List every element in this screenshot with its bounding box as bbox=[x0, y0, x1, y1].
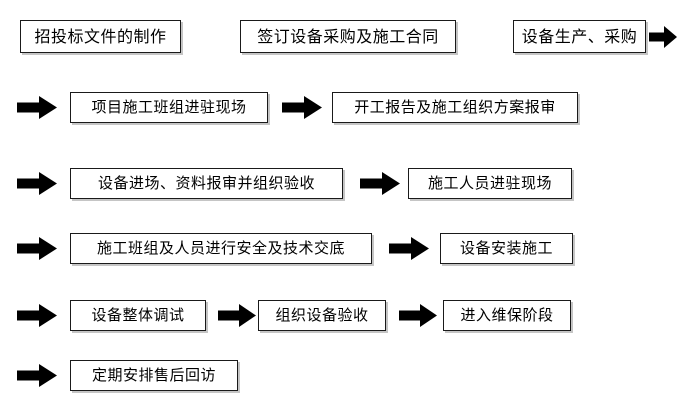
flow-arrow-right-icon bbox=[649, 26, 677, 48]
flow-node-label: 定期安排售后回访 bbox=[91, 366, 216, 384]
flow-arrow-right-icon bbox=[17, 172, 57, 195]
flow-node-overall-commissioning[interactable]: 设备整体调试 bbox=[70, 300, 206, 331]
flow-node-equipment-production[interactable]: 设备生产、采购 bbox=[513, 20, 646, 53]
flow-node-label: 组织设备验收 bbox=[275, 306, 369, 324]
flow-arrow-right-icon bbox=[360, 172, 400, 195]
flow-node-workers-enter-site[interactable]: 施工人员进驻现场 bbox=[408, 168, 572, 199]
flow-arrow-right-icon bbox=[389, 237, 429, 260]
flow-node-label: 招投标文件的制作 bbox=[34, 26, 167, 46]
flow-node-equipment-installation[interactable]: 设备安装施工 bbox=[440, 233, 573, 264]
flow-node-label: 进入维保阶段 bbox=[460, 306, 554, 324]
flow-node-commencement-report[interactable]: 开工报告及施工组织方案报审 bbox=[332, 92, 578, 123]
flow-node-label: 施工人员进驻现场 bbox=[427, 174, 552, 192]
flow-node-label: 施工班组及人员进行安全及技术交底 bbox=[96, 239, 345, 257]
flow-node-after-sales-visit[interactable]: 定期安排售后回访 bbox=[70, 360, 238, 391]
flow-node-label: 设备进场、资料报审并组织验收 bbox=[97, 174, 315, 192]
flow-arrow-right-icon bbox=[17, 364, 57, 387]
flow-node-label: 设备生产、采购 bbox=[521, 26, 638, 46]
flow-arrow-right-icon bbox=[218, 304, 256, 327]
flow-node-team-enter-site[interactable]: 项目施工班组进驻现场 bbox=[70, 92, 268, 123]
flow-arrow-right-icon bbox=[17, 304, 57, 327]
flow-node-maintenance-phase[interactable]: 进入维保阶段 bbox=[443, 300, 571, 331]
flow-arrow-right-icon bbox=[17, 96, 57, 119]
flow-node-label: 签订设备采购及施工合同 bbox=[257, 26, 439, 46]
flow-node-equipment-acceptance[interactable]: 组织设备验收 bbox=[258, 300, 386, 331]
flow-node-safety-technical-disclosure[interactable]: 施工班组及人员进行安全及技术交底 bbox=[70, 233, 372, 264]
flow-node-bid-document[interactable]: 招投标文件的制作 bbox=[20, 20, 181, 53]
flow-node-equipment-arrival-acceptance[interactable]: 设备进场、资料报审并组织验收 bbox=[70, 168, 343, 199]
flow-node-label: 设备整体调试 bbox=[91, 306, 185, 324]
flow-arrow-right-icon bbox=[282, 96, 322, 119]
flow-node-sign-contract[interactable]: 签订设备采购及施工合同 bbox=[240, 20, 456, 53]
flow-node-label: 项目施工班组进驻现场 bbox=[91, 98, 247, 116]
flow-arrow-right-icon bbox=[17, 237, 57, 260]
flow-arrow-right-icon bbox=[399, 304, 437, 327]
flow-node-label: 设备安装施工 bbox=[459, 239, 553, 257]
flow-node-label: 开工报告及施工组织方案报审 bbox=[354, 98, 556, 116]
